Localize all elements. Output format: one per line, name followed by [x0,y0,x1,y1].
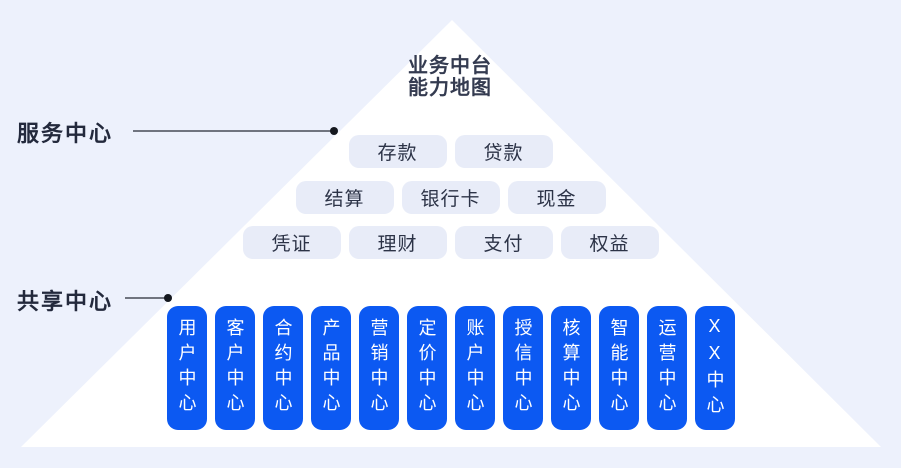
service-pill-row-1: 存款 贷款 [0,135,901,168]
pyramid-title-line2: 能力地图 [408,77,492,99]
share-center-pill: 定价中心 [406,306,447,430]
service-pill: 理财 [348,226,447,259]
share-center-leader-line [125,297,165,299]
service-pill: 银行卡 [401,181,500,214]
share-center-pill: 智能中心 [598,306,639,430]
service-pill: 贷款 [454,135,553,168]
share-center-pill: 核算中心 [550,306,591,430]
share-center-pill: 运营中心 [646,306,687,430]
share-center-pill: 客户中心 [214,306,255,430]
service-pill-row-3: 凭证 理财 支付 权益 [0,226,901,259]
service-pill: 权益 [560,226,659,259]
share-center-pill: 合约中心 [262,306,303,430]
share-center-pill: XX中心 [694,306,735,430]
service-pill: 支付 [454,226,553,259]
share-center-label: 共享中心 [17,289,114,314]
service-pill: 存款 [348,135,447,168]
service-center-label: 服务中心 [17,121,114,146]
service-pill-row-2: 结算 银行卡 现金 [0,181,901,214]
service-pill: 凭证 [242,226,341,259]
share-center-pill: 营销中心 [358,306,399,430]
share-center-pill: 授信中心 [502,306,543,430]
share-center-row: 用户中心 客户中心 合约中心 产品中心 营销中心 定价中心 账户中心 授信中心 … [0,306,901,430]
share-center-pill: 产品中心 [310,306,351,430]
share-center-pill: 用户中心 [166,306,207,430]
service-center-leader-line [133,130,332,132]
pyramid-title-line1: 业务中台 [408,55,492,77]
share-center-leader-dot [164,294,172,302]
service-center-leader-dot [330,127,338,135]
pyramid-title: 业务中台 能力地图 [408,55,492,99]
service-pill: 结算 [295,181,394,214]
service-pill: 现金 [507,181,606,214]
share-center-pill: 账户中心 [454,306,495,430]
